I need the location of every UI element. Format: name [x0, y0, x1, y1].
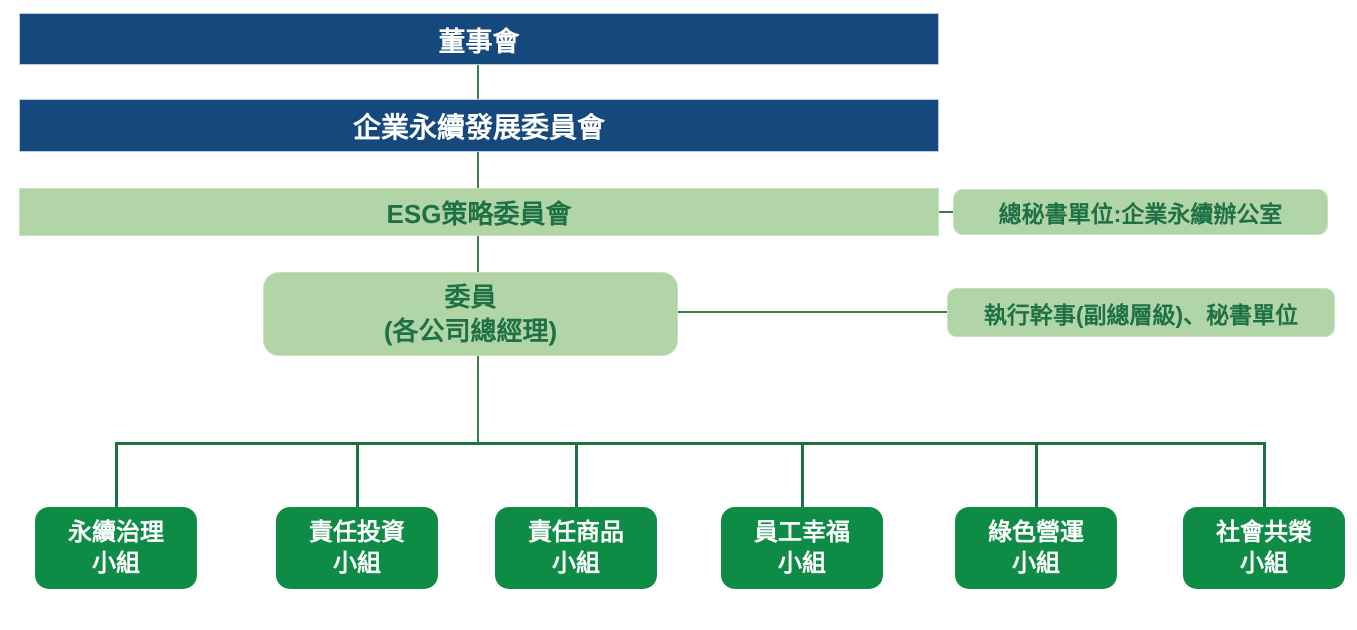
connector-esg-to-members	[477, 234, 479, 274]
group-label-line1: 員工幸福	[754, 519, 850, 546]
group-label-line1: 綠色營運	[988, 519, 1084, 546]
executive-secretary-box: 執行幹事(副總層級)、秘書單位	[947, 288, 1335, 337]
connector-committee-to-esg	[477, 150, 479, 190]
members-label-line2: (各公司總經理)	[383, 316, 558, 346]
group-label-line2: 小組	[92, 550, 140, 577]
group-label-line2: 小組	[333, 550, 381, 577]
group-box-green-operations: 綠色營運 小組	[955, 507, 1117, 589]
esg-committee-bar: ESG策略委員會	[19, 188, 939, 236]
board-bar: 董事會	[19, 13, 939, 65]
connector-drop-3	[575, 442, 578, 507]
connector-drop-2	[356, 442, 359, 507]
group-label-line1: 責任商品	[528, 519, 624, 546]
group-box-responsible-products: 責任商品 小組	[495, 507, 657, 589]
secretary-unit-box: 總秘書單位:企業永續辦公室	[953, 189, 1328, 235]
connector-drop-4	[801, 442, 804, 507]
connector-drop-6	[1263, 442, 1266, 507]
group-label-line1: 社會共榮	[1216, 519, 1312, 546]
members-box: 委員 (各公司總經理)	[263, 272, 678, 356]
connector-drop-5	[1035, 442, 1038, 507]
connector-members-to-executive	[676, 311, 949, 313]
secretary-unit-label: 總秘書單位:企業永續辦公室	[998, 201, 1283, 227]
group-label-line1: 永續治理	[68, 519, 164, 546]
group-label-line2: 小組	[1240, 550, 1288, 577]
sustainability-committee-bar: 企業永續發展委員會	[19, 99, 939, 152]
group-box-social-prosperity: 社會共榮 小組	[1183, 507, 1345, 589]
esg-committee-label: ESG策略委員會	[386, 198, 572, 229]
members-label-line1: 委員	[444, 282, 497, 312]
group-label-line1: 責任投資	[309, 519, 405, 546]
group-box-employee-wellbeing: 員工幸福 小組	[721, 507, 883, 589]
group-label-line2: 小組	[552, 550, 600, 577]
connector-board-to-committee	[477, 63, 479, 101]
sustainability-committee-label: 企業永續發展委員會	[352, 111, 605, 143]
connector-bus-horizontal	[115, 442, 1266, 445]
connector-esg-to-secretary	[937, 211, 955, 213]
group-box-responsible-investment: 責任投資 小組	[276, 507, 438, 589]
board-label: 董事會	[438, 26, 520, 57]
group-label-line2: 小組	[778, 550, 826, 577]
connector-members-to-bus	[477, 354, 479, 444]
group-label-line2: 小組	[1012, 550, 1060, 577]
group-box-sustainable-governance: 永續治理 小組	[35, 507, 197, 589]
connector-drop-1	[115, 442, 118, 507]
executive-secretary-label: 執行幹事(副總層級)、秘書單位	[983, 301, 1299, 328]
